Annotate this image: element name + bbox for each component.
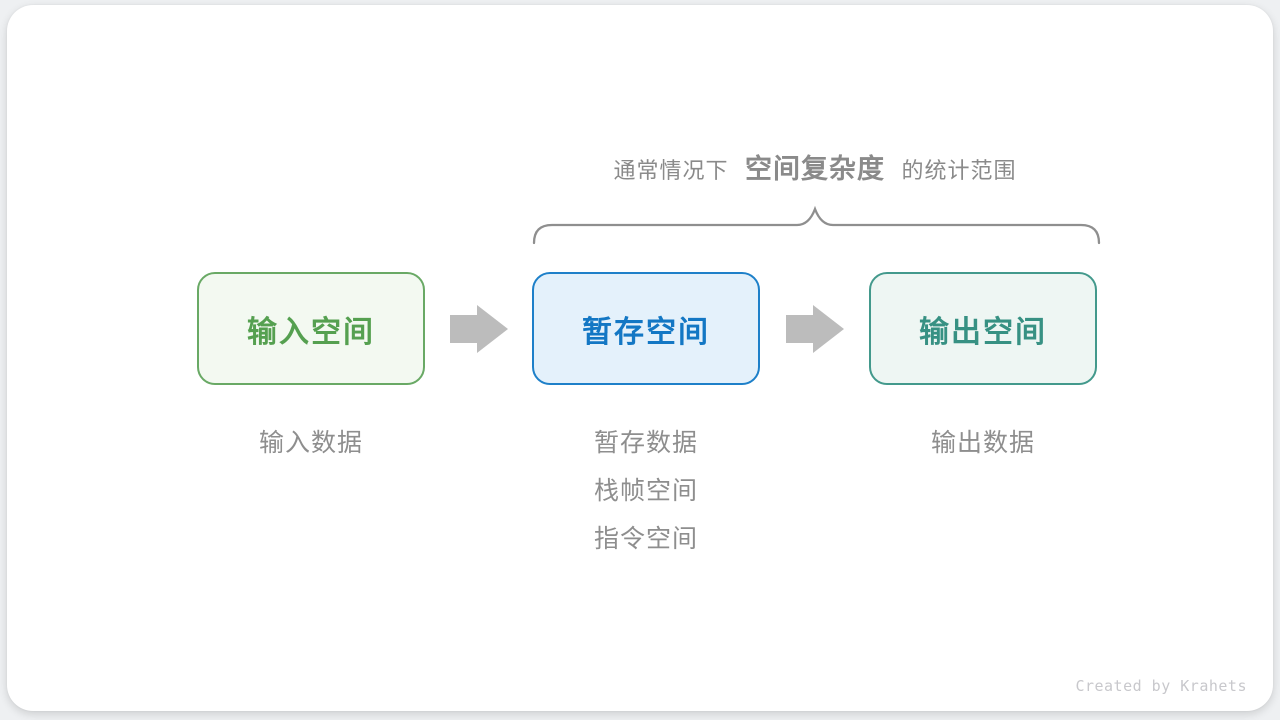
box-temp-space-label: 暂存空间 [582, 315, 710, 349]
annotation-highlight: 空间复杂度 [745, 154, 885, 184]
diagram-card: 通常情况下 空间复杂度 的统计范围 输入空间 暂存空间 输出空间 输入数据 [7, 5, 1273, 711]
arrow-right-icon [450, 305, 508, 353]
curly-brace-icon [532, 205, 1101, 245]
box-temp-space: 暂存空间 [532, 272, 760, 385]
scope-annotation: 通常情况下 空间复杂度 的统计范围 [525, 148, 1105, 190]
box-output-space-label: 输出空间 [919, 315, 1047, 349]
box-input-space-label: 输入空间 [247, 315, 375, 349]
notes-input-space: 输入数据 [197, 419, 425, 467]
note-item: 指令空间 [593, 525, 698, 553]
note-item: 暂存数据 [593, 429, 698, 457]
note-item: 输出数据 [930, 429, 1035, 457]
box-output-space: 输出空间 [869, 272, 1097, 385]
arrow-right-icon [786, 305, 844, 353]
box-input-space: 输入空间 [197, 272, 425, 385]
annotation-prefix: 通常情况下 [613, 158, 729, 183]
note-item: 输入数据 [258, 429, 363, 457]
annotation-suffix: 的统计范围 [901, 158, 1017, 183]
notes-temp-space: 暂存数据 栈帧空间 指令空间 [532, 419, 760, 563]
note-item: 栈帧空间 [593, 477, 698, 505]
notes-output-space: 输出数据 [869, 419, 1097, 467]
credit-text: Created by Krahets [1075, 677, 1247, 695]
